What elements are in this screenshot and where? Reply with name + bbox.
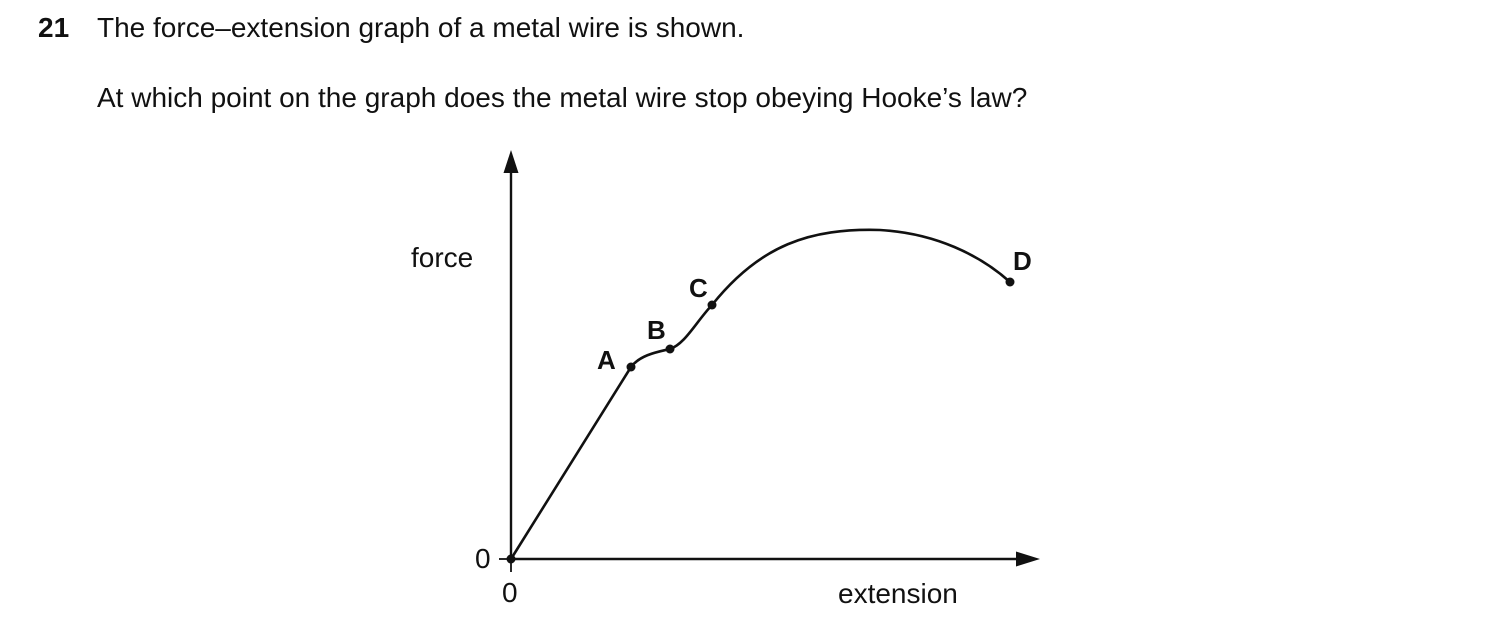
point-a-label: A bbox=[597, 345, 616, 375]
question-stem: The force–extension graph of a metal wir… bbox=[97, 12, 745, 43]
y-axis-label: force bbox=[411, 242, 473, 273]
y-origin-label: 0 bbox=[475, 543, 491, 574]
point-c-label: C bbox=[689, 273, 708, 303]
x-axis-label: extension bbox=[838, 578, 958, 609]
origin-point bbox=[506, 554, 516, 564]
force-extension-curve bbox=[509, 228, 1012, 561]
x-origin-label: 0 bbox=[502, 577, 518, 608]
point-b-label: B bbox=[647, 315, 666, 345]
y-axis-arrow bbox=[503, 150, 519, 173]
point-a bbox=[626, 362, 636, 372]
point-b bbox=[665, 344, 675, 354]
x-axis-arrow bbox=[1016, 551, 1040, 567]
question-number: 21 bbox=[38, 12, 70, 43]
question-prompt: At which point on the graph does the met… bbox=[97, 82, 1028, 113]
point-c bbox=[707, 300, 717, 310]
point-d-label: D bbox=[1013, 246, 1032, 276]
point-d bbox=[1005, 277, 1015, 287]
